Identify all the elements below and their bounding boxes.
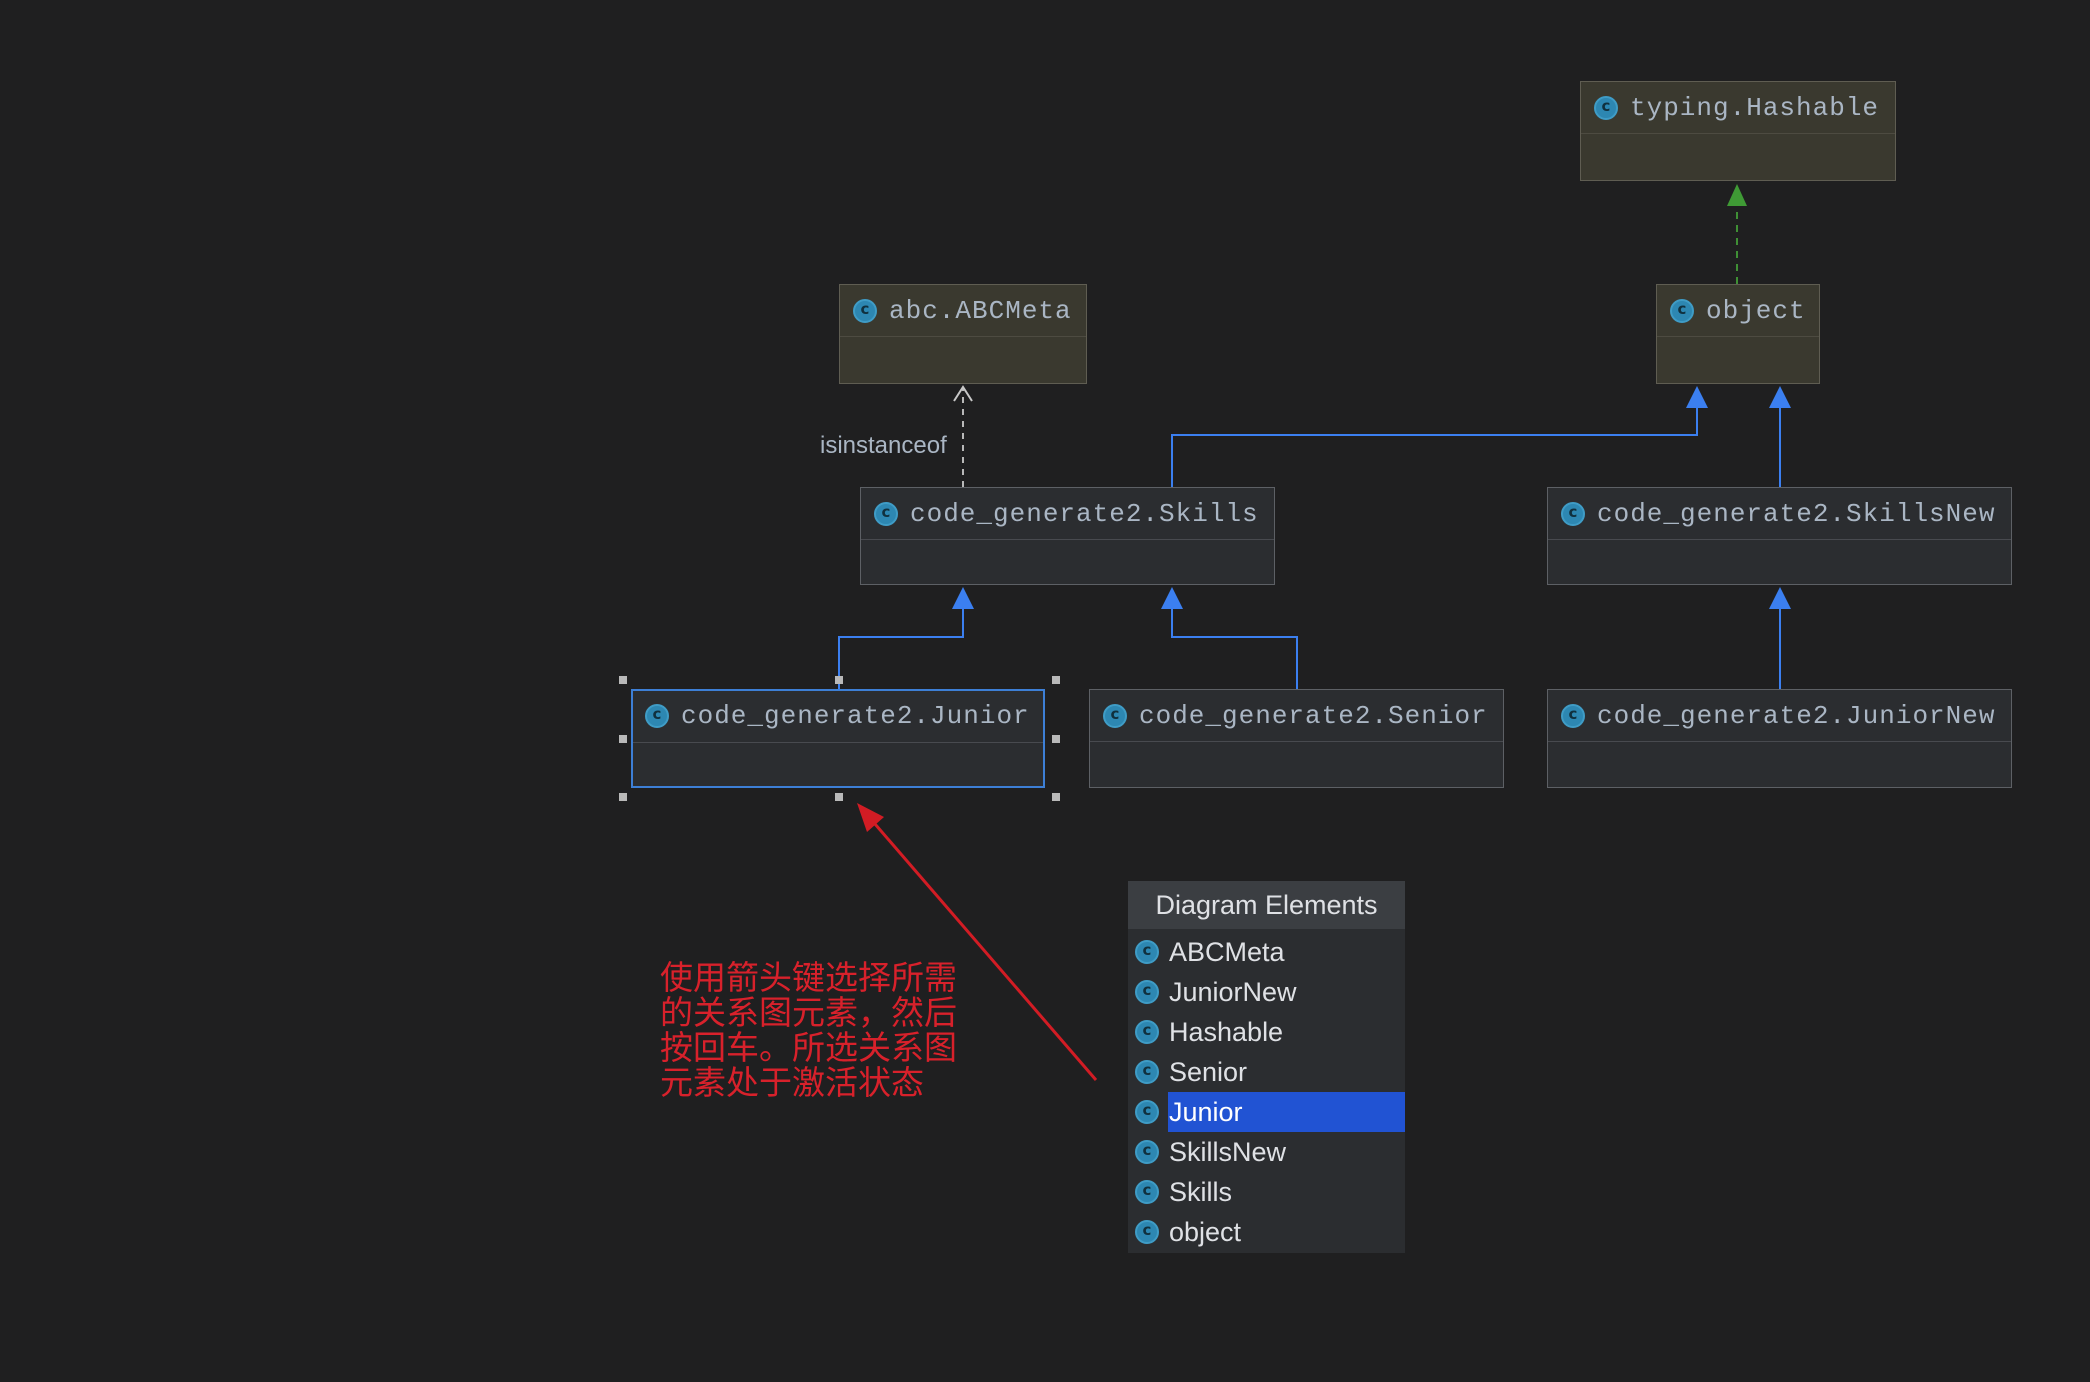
edge-skills-to-object-arrowhead [1686, 386, 1708, 408]
popup-item-label: Skills [1169, 1177, 1233, 1207]
node-header: abc.ABCMeta [840, 285, 1086, 337]
node-label: code_generate2.Junior [681, 701, 1030, 731]
node-senior[interactable]: code_generate2.Senior [1089, 689, 1504, 788]
class-icon [1135, 1180, 1159, 1204]
node-label: code_generate2.SkillsNew [1597, 499, 1996, 529]
edge-skillsnew-to-object-arrowhead [1769, 386, 1791, 408]
edge-skills-to-object [1171, 406, 1698, 487]
resize-handle-bottom[interactable] [835, 793, 843, 801]
node-object[interactable]: object [1656, 284, 1820, 384]
node-header: typing.Hashable [1581, 82, 1895, 134]
popup-item-skills[interactable]: Skills [1128, 1172, 1405, 1212]
popup-title: Diagram Elements [1128, 881, 1405, 929]
resize-handle-top[interactable] [835, 676, 843, 684]
node-header: code_generate2.JuniorNew [1548, 690, 2011, 742]
class-icon [1135, 940, 1159, 964]
class-icon [1135, 1020, 1159, 1044]
annotation-line: 的关系图元素，然后 [660, 993, 957, 1032]
edge-junior-to-skills [838, 608, 964, 689]
node-junior-selected[interactable]: code_generate2.Junior [631, 689, 1045, 788]
node-label: object [1706, 296, 1806, 326]
popup-item-object[interactable]: object [1128, 1212, 1405, 1252]
edge-junior-to-skills-arrowhead [952, 587, 974, 609]
popup-list[interactable]: ABCMeta JuniorNew Hashable Senior Junior… [1128, 929, 1405, 1252]
popup-item-label: Junior [1168, 1092, 1405, 1132]
annotation-text: 使用箭头键选择所需 的关系图元素，然后 按回车。所选关系图 元素处于激活状态 [660, 960, 957, 1100]
class-icon [1561, 704, 1585, 728]
popup-item-label: SkillsNew [1169, 1137, 1287, 1167]
resize-handle-right[interactable] [1052, 735, 1060, 743]
resize-handle-bottom-left[interactable] [619, 793, 627, 801]
popup-item-label: ABCMeta [1169, 937, 1285, 967]
popup-item-hashable[interactable]: Hashable [1128, 1012, 1405, 1052]
edge-senior-to-skills [1171, 608, 1298, 689]
class-icon [874, 502, 898, 526]
popup-item-label: Hashable [1169, 1017, 1284, 1047]
edge-object-to-hashable-arrowhead [1727, 184, 1747, 206]
class-icon [1670, 299, 1694, 323]
edge-skills-to-abcmeta-arrowhead [953, 385, 973, 402]
node-header: code_generate2.Skills [861, 488, 1274, 540]
resize-handle-top-left[interactable] [619, 676, 627, 684]
node-label: code_generate2.Senior [1139, 701, 1488, 731]
edge-juniornew-to-skillsnew-arrowhead [1769, 587, 1791, 609]
class-icon [1135, 980, 1159, 1004]
class-icon [1135, 1140, 1159, 1164]
popup-item-senior[interactable]: Senior [1128, 1052, 1405, 1092]
annotation-line: 按回车。所选关系图 [660, 1028, 957, 1067]
class-icon [1103, 704, 1127, 728]
class-icon [1561, 502, 1585, 526]
annotation-arrowhead [857, 803, 884, 832]
class-icon [1135, 1100, 1159, 1124]
class-icon [1135, 1060, 1159, 1084]
node-juniornew[interactable]: code_generate2.JuniorNew [1547, 689, 2012, 788]
edge-senior-to-skills-arrowhead [1161, 587, 1183, 609]
popup-item-junior[interactable]: Junior [1128, 1092, 1405, 1132]
node-label: typing.Hashable [1630, 93, 1880, 123]
popup-item-skillsnew[interactable]: SkillsNew [1128, 1132, 1405, 1172]
node-abc-abcmeta[interactable]: abc.ABCMeta [839, 284, 1087, 384]
class-icon [1135, 1220, 1159, 1244]
popup-item-abcmeta[interactable]: ABCMeta [1128, 932, 1405, 972]
node-header: object [1657, 285, 1819, 337]
node-header: code_generate2.Senior [1090, 690, 1503, 742]
popup-item-juniornew[interactable]: JuniorNew [1128, 972, 1405, 1012]
node-typing-hashable[interactable]: typing.Hashable [1580, 81, 1896, 181]
edge-label-isinstanceof: isinstanceof [820, 432, 947, 459]
popup-item-label: Senior [1169, 1057, 1248, 1087]
node-label: code_generate2.JuniorNew [1597, 701, 1996, 731]
node-header: code_generate2.Junior [633, 691, 1043, 743]
resize-handle-top-right[interactable] [1052, 676, 1060, 684]
resize-handle-bottom-right[interactable] [1052, 793, 1060, 801]
node-skills[interactable]: code_generate2.Skills [860, 487, 1275, 585]
node-label: abc.ABCMeta [889, 296, 1072, 326]
class-icon [853, 299, 877, 323]
resize-handle-left[interactable] [619, 735, 627, 743]
annotation-line: 元素处于激活状态 [660, 1063, 924, 1102]
annotation-line: 使用箭头键选择所需 [660, 958, 957, 997]
diagram-elements-popup[interactable]: Diagram Elements ABCMeta JuniorNew Hasha… [1128, 881, 1405, 1253]
node-header: code_generate2.SkillsNew [1548, 488, 2011, 540]
node-skillsnew[interactable]: code_generate2.SkillsNew [1547, 487, 2012, 585]
popup-item-label: object [1169, 1217, 1242, 1247]
class-icon [645, 704, 669, 728]
class-icon [1594, 96, 1618, 120]
node-label: code_generate2.Skills [910, 499, 1259, 529]
popup-item-label: JuniorNew [1169, 977, 1297, 1007]
